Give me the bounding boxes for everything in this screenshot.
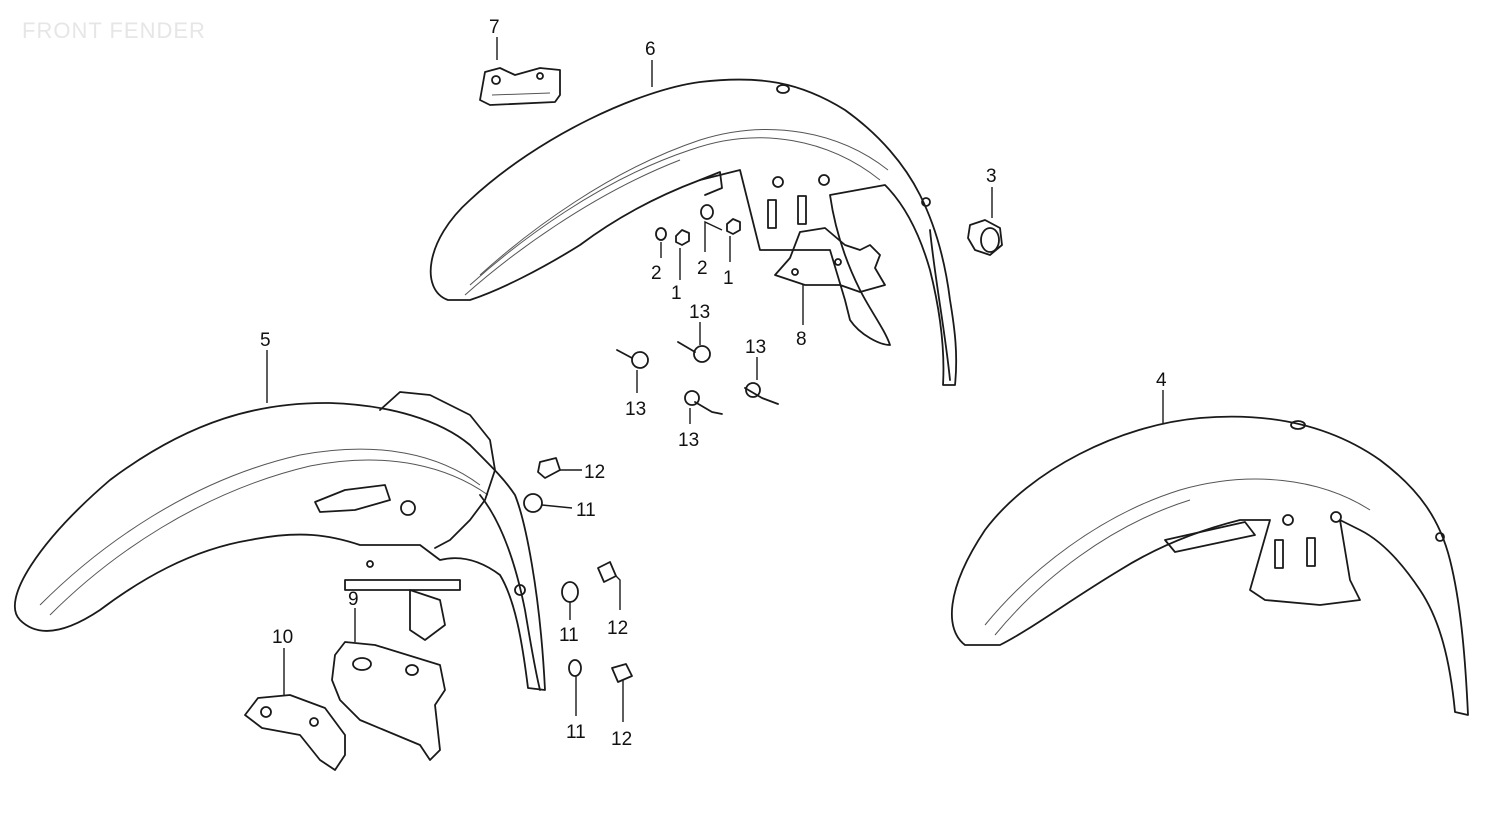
diagram-title: FRONT FENDER — [22, 18, 206, 43]
callout-11a: 11 — [576, 500, 596, 521]
callout-1b: 1 — [723, 268, 734, 289]
callout-13d: 13 — [678, 430, 699, 451]
callout-13a: 13 — [689, 302, 710, 323]
callout-12c: 12 — [611, 729, 632, 750]
callout-1a: 1 — [671, 283, 682, 304]
front-fender-upper — [429, 78, 958, 386]
fasteners-11-12 — [523, 457, 633, 683]
callout-8: 8 — [796, 329, 807, 350]
callout-12a: 12 — [584, 462, 605, 483]
callout-6: 6 — [645, 39, 656, 60]
callout-2b: 2 — [697, 258, 708, 279]
callout-7: 7 — [489, 17, 500, 38]
callout-10: 10 — [272, 627, 293, 648]
grommet-3 — [967, 219, 1003, 256]
callout-5: 5 — [260, 330, 271, 351]
callout-4: 4 — [1156, 370, 1167, 391]
callout-13c: 13 — [625, 399, 646, 420]
bolts-13 — [616, 341, 779, 415]
leader-lines — [266, 37, 1164, 722]
bracket-7 — [479, 67, 561, 106]
callout-9: 9 — [348, 589, 359, 610]
callout-labels: 7 6 3 2 1 2 1 8 13 13 13 13 5 4 12 11 9 … — [260, 17, 1167, 750]
callout-12b: 12 — [607, 618, 628, 639]
bracket-8 — [774, 227, 886, 293]
callout-11c: 11 — [566, 722, 586, 743]
bracket-9 — [331, 641, 446, 761]
callout-13b: 13 — [745, 337, 766, 358]
callout-11b: 11 — [559, 625, 579, 646]
callout-2a: 2 — [651, 263, 662, 284]
front-fender-right — [950, 415, 1469, 716]
bracket-10 — [244, 694, 346, 771]
washers-nuts-1-2 — [655, 204, 741, 246]
front-fender-left — [14, 391, 546, 691]
callout-3: 3 — [986, 166, 997, 187]
